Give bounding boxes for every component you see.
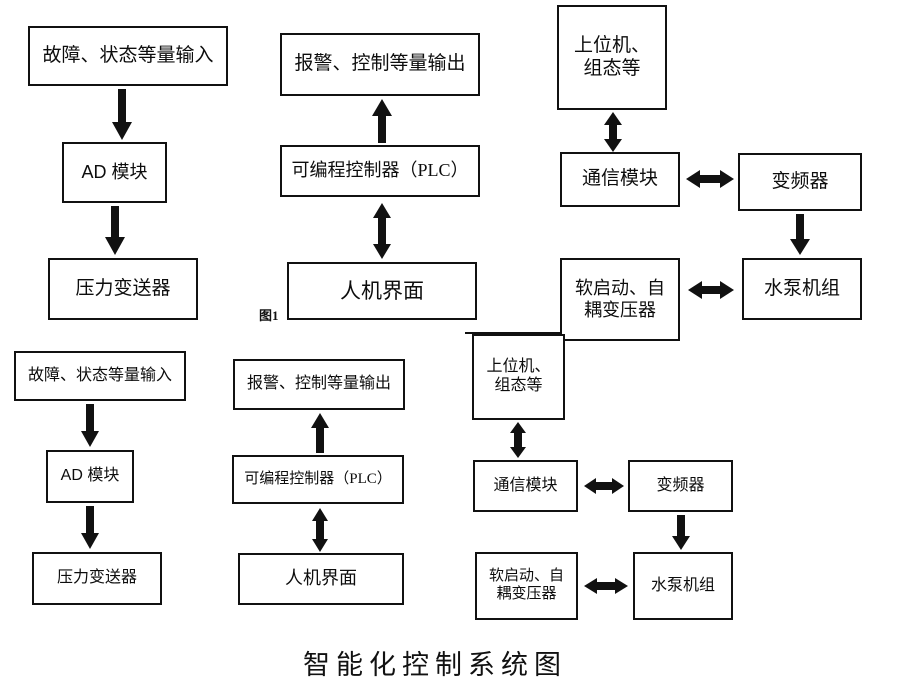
upper-arrow-inverter-pump bbox=[789, 214, 811, 256]
upper-node-pressure-transmitter: 压力变送器 bbox=[48, 258, 198, 320]
upper-node-alarm-control-output: 报警、控制等量输出 bbox=[280, 33, 480, 96]
upper-node-host-computer: 上位机、 组态等 bbox=[557, 5, 667, 110]
lower-node-pressure-transmitter: 压力变送器 bbox=[32, 552, 162, 605]
upper-arrow-input-to-ad bbox=[111, 89, 133, 141]
upper-connector-stub bbox=[465, 332, 561, 334]
lower-arrow-host-comm bbox=[508, 422, 528, 458]
lower-node-host-computer: 上位机、 组态等 bbox=[472, 334, 565, 420]
figure-title: 智能化控制系统图 bbox=[303, 650, 567, 680]
upper-arrow-ad-to-transmitter bbox=[104, 206, 126, 256]
upper-arrow-comm-inverter bbox=[686, 168, 734, 190]
upper-node-soft-starter: 软启动、自 耦变压器 bbox=[560, 258, 680, 341]
lower-arrow-softstarter-pump bbox=[584, 576, 628, 596]
lower-arrow-plc-hmi bbox=[310, 508, 330, 552]
upper-node-comm-module: 通信模块 bbox=[560, 152, 680, 207]
lower-node-inverter: 变频器 bbox=[628, 460, 733, 512]
upper-node-pump-unit: 水泵机组 bbox=[742, 258, 862, 320]
upper-arrow-host-comm bbox=[602, 112, 624, 152]
lower-node-hmi: 人机界面 bbox=[238, 553, 404, 605]
upper-node-hmi: 人机界面 bbox=[287, 262, 477, 320]
lower-node-ad-module: AD 模块 bbox=[46, 450, 134, 503]
upper-arrow-plc-to-output bbox=[371, 99, 393, 143]
lower-node-plc: 可编程控制器（PLC） bbox=[232, 455, 404, 504]
upper-node-ad-module: AD 模块 bbox=[62, 142, 167, 203]
lower-node-fault-status-input: 故障、状态等量输入 bbox=[14, 351, 186, 401]
upper-node-inverter: 变频器 bbox=[738, 153, 862, 211]
lower-arrow-ad-to-transmitter bbox=[80, 506, 100, 550]
lower-node-comm-module: 通信模块 bbox=[473, 460, 578, 512]
lower-node-alarm-control-output: 报警、控制等量输出 bbox=[233, 359, 405, 410]
lower-arrow-plc-to-output bbox=[310, 413, 330, 453]
lower-arrow-input-to-ad bbox=[80, 404, 100, 448]
lower-arrow-comm-inverter bbox=[584, 476, 624, 496]
lower-node-soft-starter: 软启动、自 耦变压器 bbox=[475, 552, 578, 620]
lower-arrow-inverter-pump bbox=[671, 515, 691, 551]
upper-arrow-softstarter-pump bbox=[688, 279, 734, 301]
lower-node-pump-unit: 水泵机组 bbox=[633, 552, 733, 620]
upper-arrow-plc-hmi bbox=[371, 203, 393, 259]
upper-node-plc: 可编程控制器（PLC） bbox=[280, 145, 480, 197]
figure-number-label: 图1 bbox=[259, 308, 279, 323]
upper-node-fault-status-input: 故障、状态等量输入 bbox=[28, 26, 228, 86]
